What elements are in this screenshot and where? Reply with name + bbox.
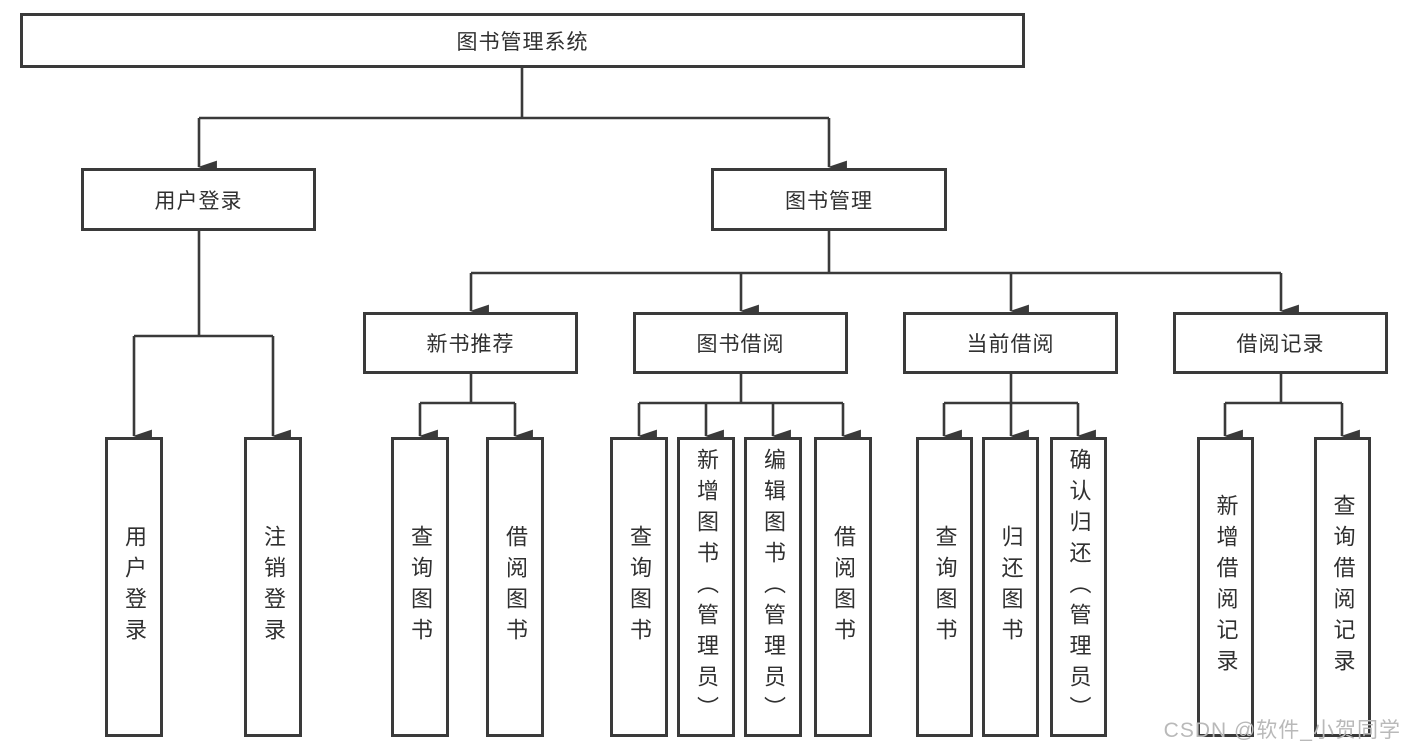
leaf-borrow-books-recommend: 借阅图书 [486, 437, 544, 737]
node-user-login-label: 用户登录 [154, 189, 243, 213]
leaf-query-books-borrow: 查询图书 [610, 437, 668, 737]
leaf-confirm-return-admin: 确认归还（管理员） [1050, 437, 1107, 737]
node-new-book-recommend-label: 新书推荐 [426, 333, 515, 356]
leaf-query-books-current: 查询图书 [916, 437, 973, 737]
leaf-add-book-admin: 新增图书（管理员） [677, 437, 735, 737]
leaf-return-book: 归还图书 [982, 437, 1039, 737]
leaf-query-borrow-record: 查询借阅记录 [1314, 437, 1371, 737]
leaf-user-login: 用户登录 [105, 437, 163, 737]
node-current-borrow: 当前借阅 [903, 312, 1118, 374]
node-book-management-label: 图书管理 [785, 189, 873, 213]
node-book-borrow-label: 图书借阅 [696, 333, 785, 356]
csdn-watermark: CSDN @软件_小贺同学 [1163, 719, 1401, 742]
node-borrow-records: 借阅记录 [1173, 312, 1388, 374]
leaf-query-books-recommend: 查询图书 [391, 437, 449, 737]
node-root-system: 图书管理系统 [20, 13, 1025, 68]
node-book-management: 图书管理 [711, 168, 947, 231]
leaf-logout: 注销登录 [244, 437, 302, 737]
leaf-borrow-books-borrow: 借阅图书 [814, 437, 872, 737]
node-current-borrow-label: 当前借阅 [966, 333, 1055, 356]
node-root-label: 图书管理系统 [456, 30, 589, 54]
node-borrow-records-label: 借阅记录 [1236, 333, 1325, 356]
node-book-borrow: 图书借阅 [633, 312, 848, 374]
leaf-edit-book-admin: 编辑图书（管理员） [744, 437, 802, 737]
leaf-add-borrow-record: 新增借阅记录 [1197, 437, 1254, 737]
node-user-login: 用户登录 [81, 168, 316, 231]
node-new-book-recommend: 新书推荐 [363, 312, 578, 374]
